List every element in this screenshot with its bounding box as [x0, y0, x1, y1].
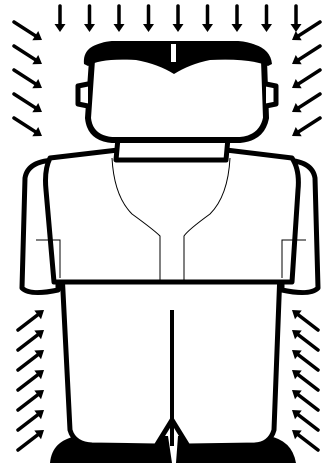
down-right-arrow	[14, 94, 42, 112]
lower-right-arrow-group	[292, 310, 318, 450]
down-left-arrow	[292, 70, 320, 88]
top-arrow-row	[55, 6, 302, 32]
upper-right-arrow-group	[292, 22, 320, 136]
down-right-arrow	[14, 22, 42, 40]
up-right-arrow	[18, 350, 44, 370]
down-arrow	[232, 6, 243, 32]
down-arrow	[291, 6, 302, 32]
up-left-arrow	[292, 370, 318, 390]
person-figure	[22, 42, 318, 463]
up-left-arrow	[292, 310, 318, 330]
up-right-arrow	[18, 370, 44, 390]
up-left-arrow	[292, 430, 318, 450]
down-left-arrow	[292, 46, 320, 64]
down-right-arrow	[14, 70, 42, 88]
down-arrow	[202, 6, 213, 32]
down-right-arrow	[14, 46, 42, 64]
down-arrow	[173, 6, 184, 32]
up-left-arrow	[292, 390, 318, 410]
upper-left-arrow-group	[14, 22, 42, 136]
down-right-arrow	[14, 118, 42, 136]
up-right-arrow	[18, 330, 44, 350]
right-ear	[266, 84, 276, 106]
down-arrow	[84, 6, 95, 32]
up-left-arrow	[292, 410, 318, 430]
lower-left-arrow-group	[18, 310, 44, 450]
down-left-arrow	[292, 94, 320, 112]
up-left-arrow	[292, 330, 318, 350]
down-arrow	[261, 6, 272, 32]
down-left-arrow	[292, 118, 320, 136]
up-right-arrow	[18, 310, 44, 330]
hair-part	[171, 44, 176, 62]
torso	[46, 150, 299, 282]
up-left-arrow	[292, 350, 318, 370]
down-arrow	[55, 6, 66, 32]
up-right-arrow	[18, 430, 44, 450]
up-right-arrow	[18, 410, 44, 430]
down-arrow	[143, 6, 154, 32]
up-right-arrow	[18, 390, 44, 410]
left-ear	[78, 84, 88, 106]
down-arrow	[114, 6, 125, 32]
